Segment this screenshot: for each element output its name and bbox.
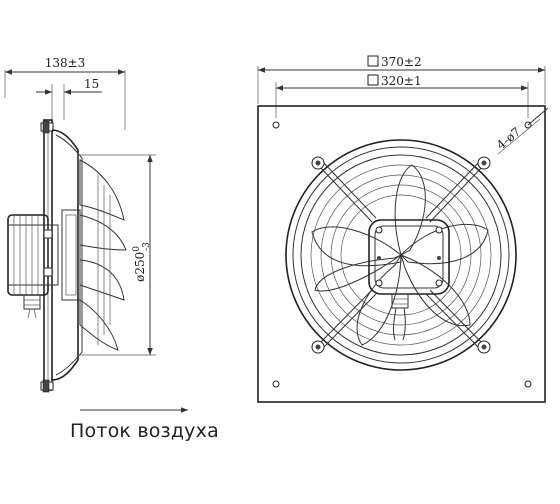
mount-hole [272,121,280,129]
depth-dim-label: 138±3 [45,56,86,70]
guard-struts [311,156,491,354]
airflow-caption: Поток воздуха [70,420,219,442]
holes-label: 4-ø7 [494,124,523,152]
impeller-blades [311,164,489,346]
impeller-side [61,159,127,351]
front-view: 370±2 320±1 4-ø7 [257,55,549,403]
outer-square-label: 370±2 [381,55,422,69]
motor-front [368,219,450,341]
mount-hole [524,380,532,388]
hole-spacing-label: 320±1 [381,74,422,88]
flange-offset-label: 15 [84,77,99,91]
side-view: 138±3 15 [4,56,188,413]
guard-outer-ring [285,139,517,371]
motor-side [7,214,59,319]
mounting-plate [257,105,546,403]
mount-hole [272,380,280,388]
diameter-label: ø2500-3 [132,242,152,282]
